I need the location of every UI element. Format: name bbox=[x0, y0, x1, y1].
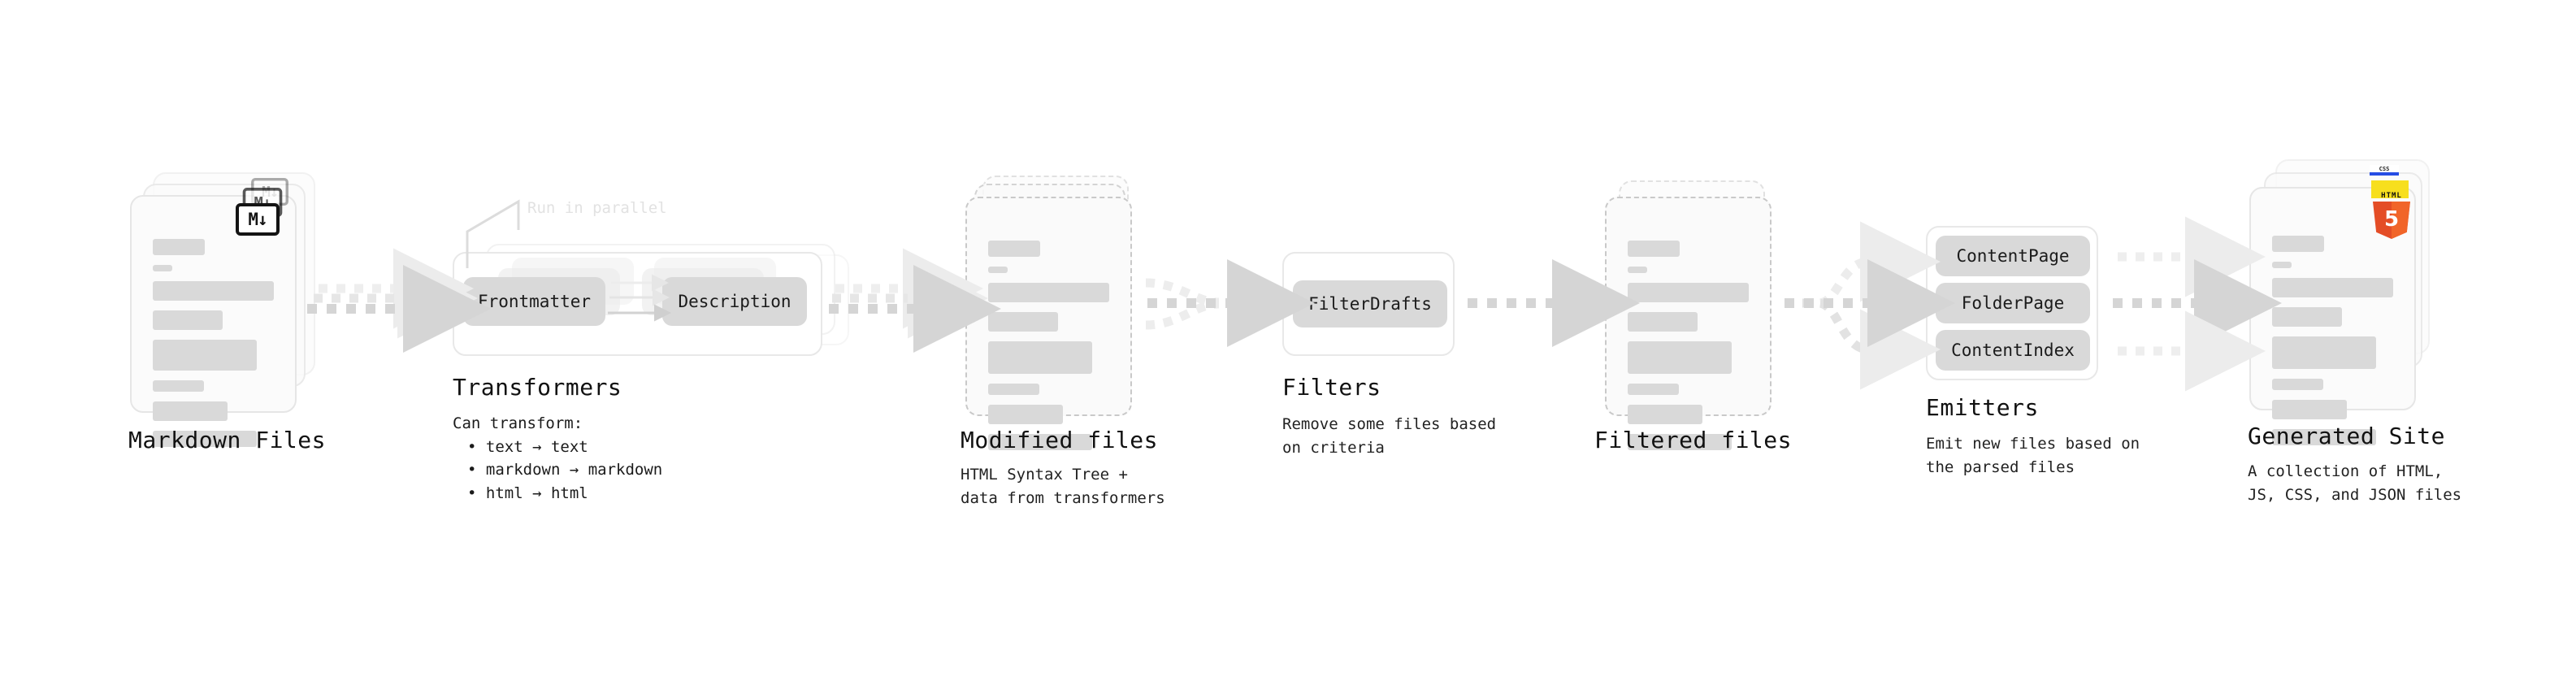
generated-subtitle: A collection of HTML, JS, CSS, and JSON … bbox=[2248, 462, 2462, 504]
markdown-card-front bbox=[130, 195, 297, 447]
run-in-parallel-label: Run in parallel bbox=[527, 199, 667, 217]
modified-card-front bbox=[965, 197, 1132, 450]
html5-shield bbox=[2373, 202, 2410, 239]
html5-label: HTML bbox=[2381, 192, 2402, 200]
emitters-title: Emitters bbox=[1926, 394, 2039, 421]
transformer-chip-description[interactable]: Description bbox=[662, 277, 807, 326]
filtered-skeleton bbox=[1628, 241, 1749, 460]
emitter-chip-contentindex[interactable]: ContentIndex bbox=[1936, 330, 2090, 371]
emitter-chip-contentpage[interactable]: ContentPage bbox=[1936, 236, 2090, 276]
transformer-chip-frontmatter[interactable]: Frontmatter bbox=[463, 277, 605, 326]
transformers-bullet-2: • html → html bbox=[467, 484, 588, 502]
arrow-modified-to-filters bbox=[1145, 259, 1315, 347]
transformers-description: Can transform: • text → text • markdown … bbox=[453, 412, 662, 505]
css-icon: CSS bbox=[2370, 165, 2399, 176]
transformers-desc-heading: Can transform: bbox=[453, 414, 583, 432]
generated-title: Generated Site bbox=[2248, 423, 2446, 449]
modified-subtitle: HTML Syntax Tree + data from transformer… bbox=[961, 466, 1165, 507]
emitter-chip-folderpage[interactable]: FolderPage bbox=[1936, 283, 2090, 323]
transformers-bullet-0: • text → text bbox=[467, 437, 588, 456]
filtered-title: Filtered files bbox=[1594, 427, 1793, 453]
arrow-markdown-to-transformers bbox=[307, 248, 491, 353]
css-label: CSS bbox=[2379, 166, 2390, 172]
modified-title: Modified files bbox=[961, 427, 1159, 453]
transformers-title: Transformers bbox=[453, 374, 622, 401]
emitters-subtitle: Emit new files based on the parsed files bbox=[1926, 435, 2140, 476]
arrow-emitters-to-generated bbox=[2113, 216, 2282, 392]
transformers-bullet-1: • markdown → markdown bbox=[467, 461, 663, 479]
generated-skeleton bbox=[2272, 236, 2393, 455]
js-icon bbox=[2371, 180, 2409, 198]
css-underline bbox=[2370, 172, 2399, 176]
filters-title: Filters bbox=[1282, 374, 1381, 401]
arrow-filtered-to-emitters bbox=[1785, 221, 1955, 390]
html5-icon: HTML bbox=[2373, 192, 2410, 239]
filter-chip-filterdrafts[interactable]: FilterDrafts bbox=[1293, 280, 1447, 327]
markdown-badge-front: M↓ bbox=[236, 203, 280, 236]
filters-subtitle: Remove some files based on criteria bbox=[1282, 415, 1497, 457]
modified-skeleton bbox=[988, 241, 1109, 460]
filtered-card-front bbox=[1605, 197, 1772, 450]
markdown-title: Markdown Files bbox=[128, 427, 327, 453]
markdown-skeleton bbox=[153, 239, 274, 457]
